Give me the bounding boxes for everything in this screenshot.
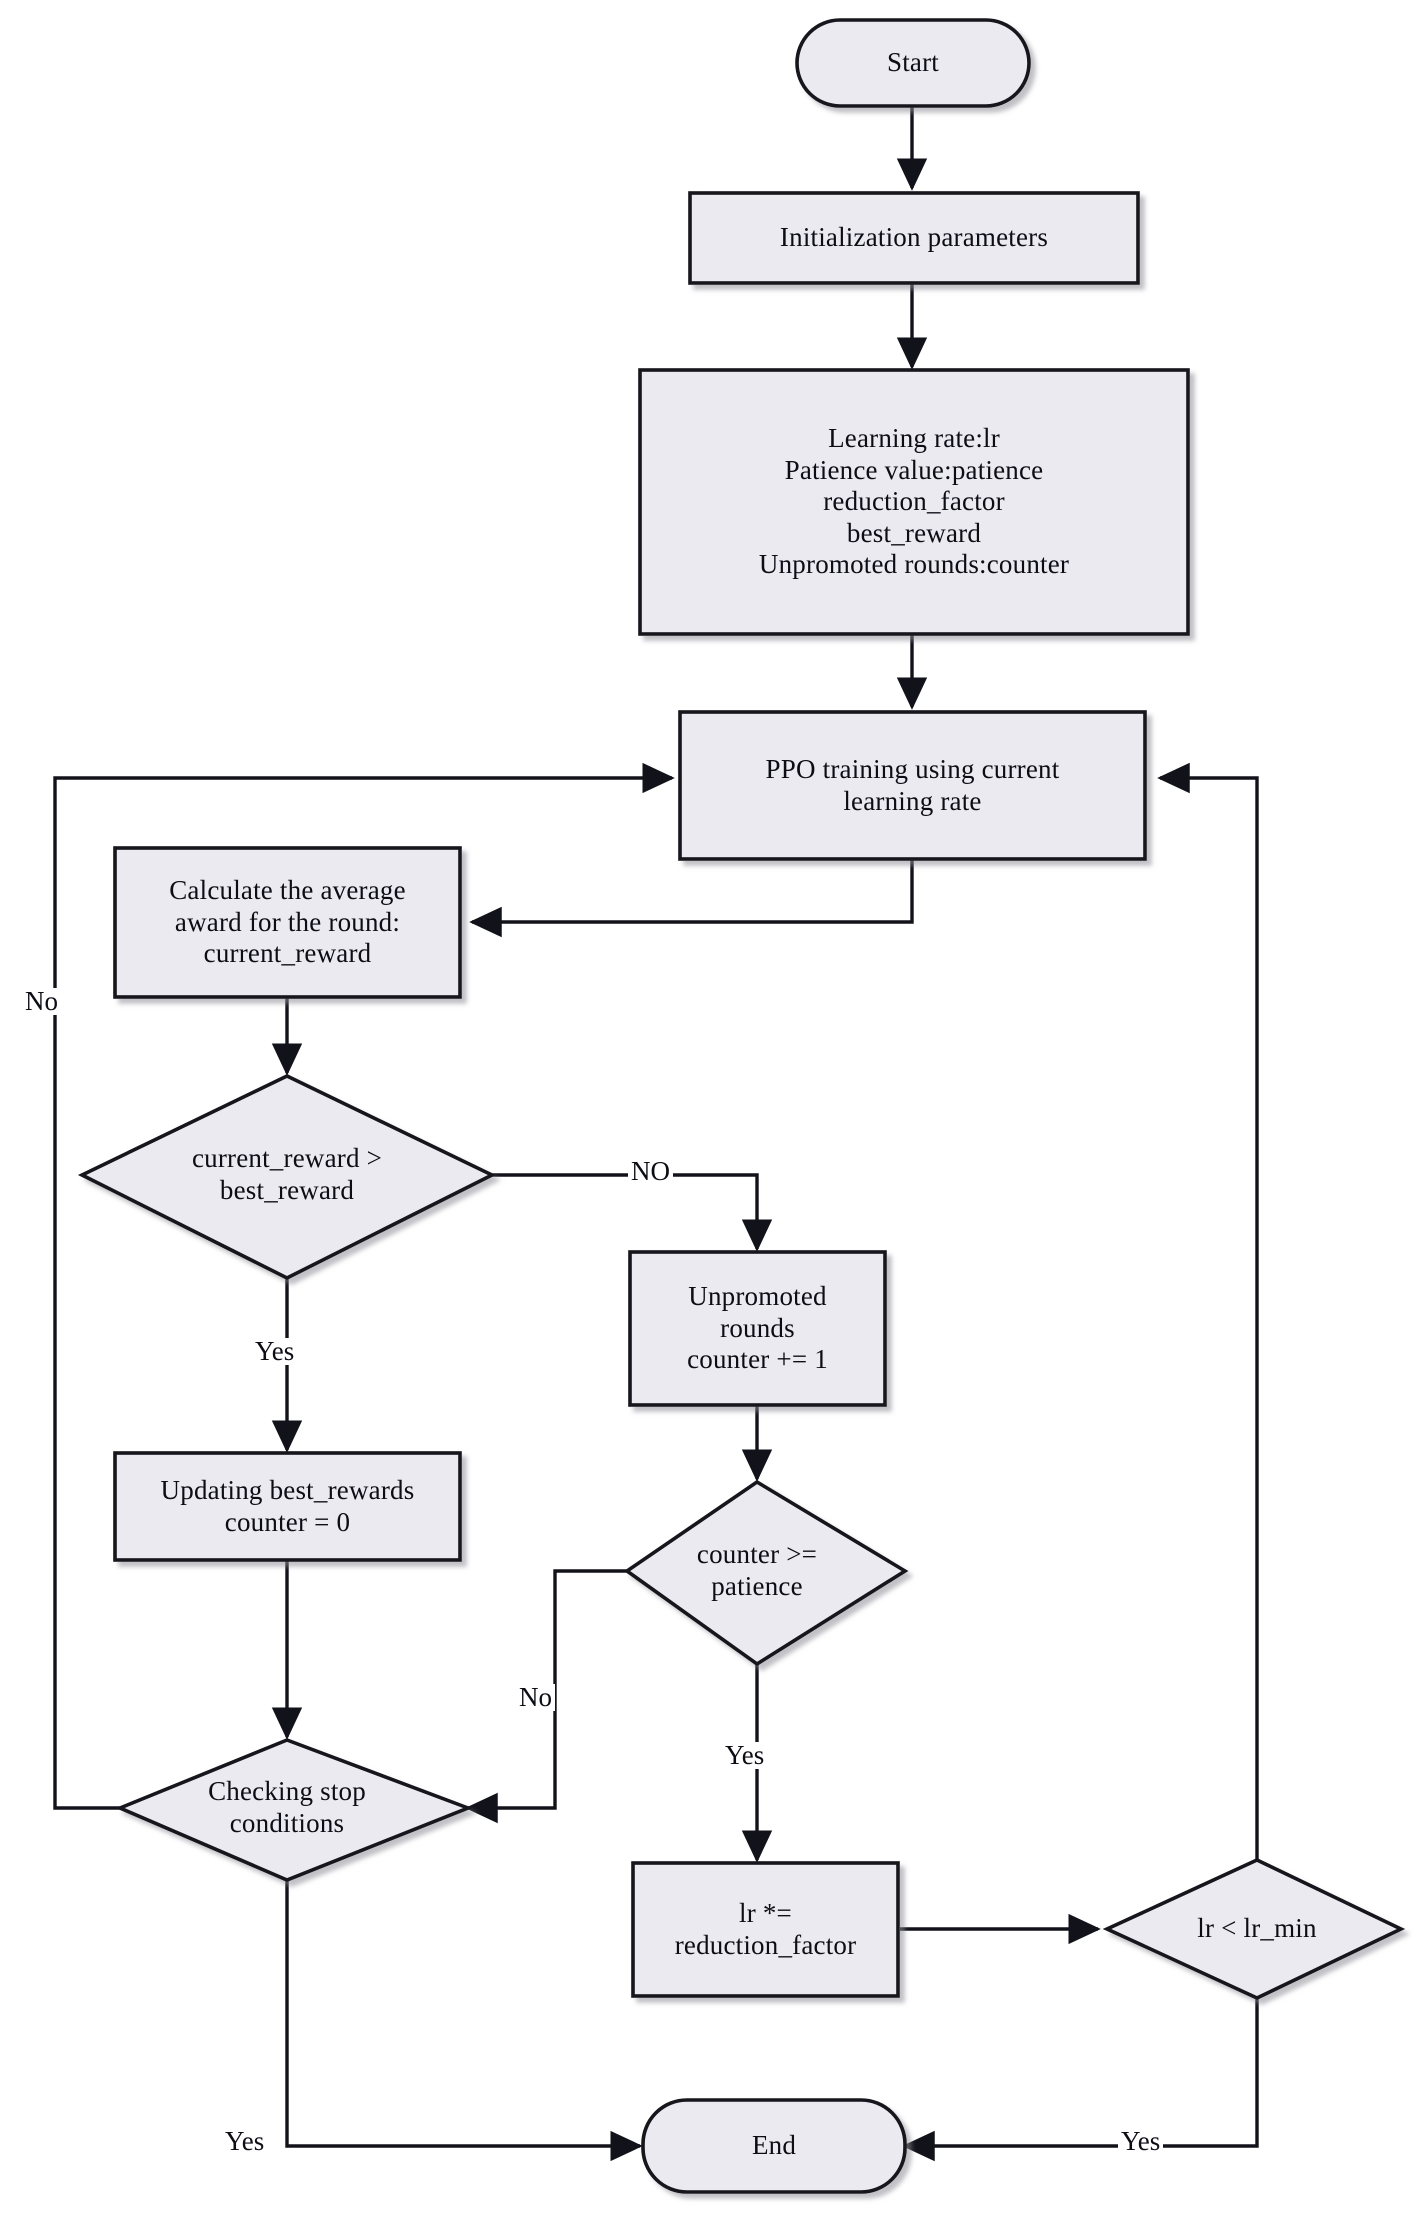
node-lr-reduce-shape — [631, 1861, 900, 1998]
edge-patience-no-to-stop — [465, 1569, 627, 1824]
node-lr-min-shape — [1102, 1858, 1406, 2000]
edge-label-patience-no: No — [516, 1684, 555, 1711]
edge-label-cmp-reward-no: NO — [628, 1158, 673, 1185]
node-counter-inc-shape — [628, 1250, 887, 1407]
edge-label-lrmin-yes: Yes — [1118, 2128, 1164, 2155]
edge-label-stop-yes: Yes — [222, 2128, 268, 2155]
edge-decision-no-to-counter — [492, 1173, 773, 1252]
node-cmp-reward-shape — [77, 1074, 497, 1281]
edge-label-stop-no: No — [22, 988, 61, 1015]
edge-stop-no-to-ppo — [53, 762, 675, 1810]
edge-label-patience-yes: Yes — [722, 1742, 768, 1769]
edge-lrmin-to-ppo — [1157, 762, 1259, 1859]
edge-stop-yes-to-end — [285, 1880, 643, 2162]
node-end-shape — [641, 2098, 907, 2194]
edge-ppo-to-calc — [469, 859, 914, 938]
node-update-best-shape — [113, 1451, 462, 1562]
node-init-shape — [688, 191, 1140, 285]
node-start-shape — [795, 18, 1031, 108]
node-stop-check-shape — [115, 1738, 473, 1882]
node-params-shape — [638, 368, 1190, 636]
node-cmp-patience-shape — [623, 1479, 909, 1667]
node-calc-shape — [113, 846, 462, 999]
edge-lrmin-yes-to-end — [902, 1999, 1259, 2162]
edge-label-cmp-reward-yes: Yes — [252, 1338, 298, 1365]
node-ppo-shape — [678, 710, 1147, 861]
